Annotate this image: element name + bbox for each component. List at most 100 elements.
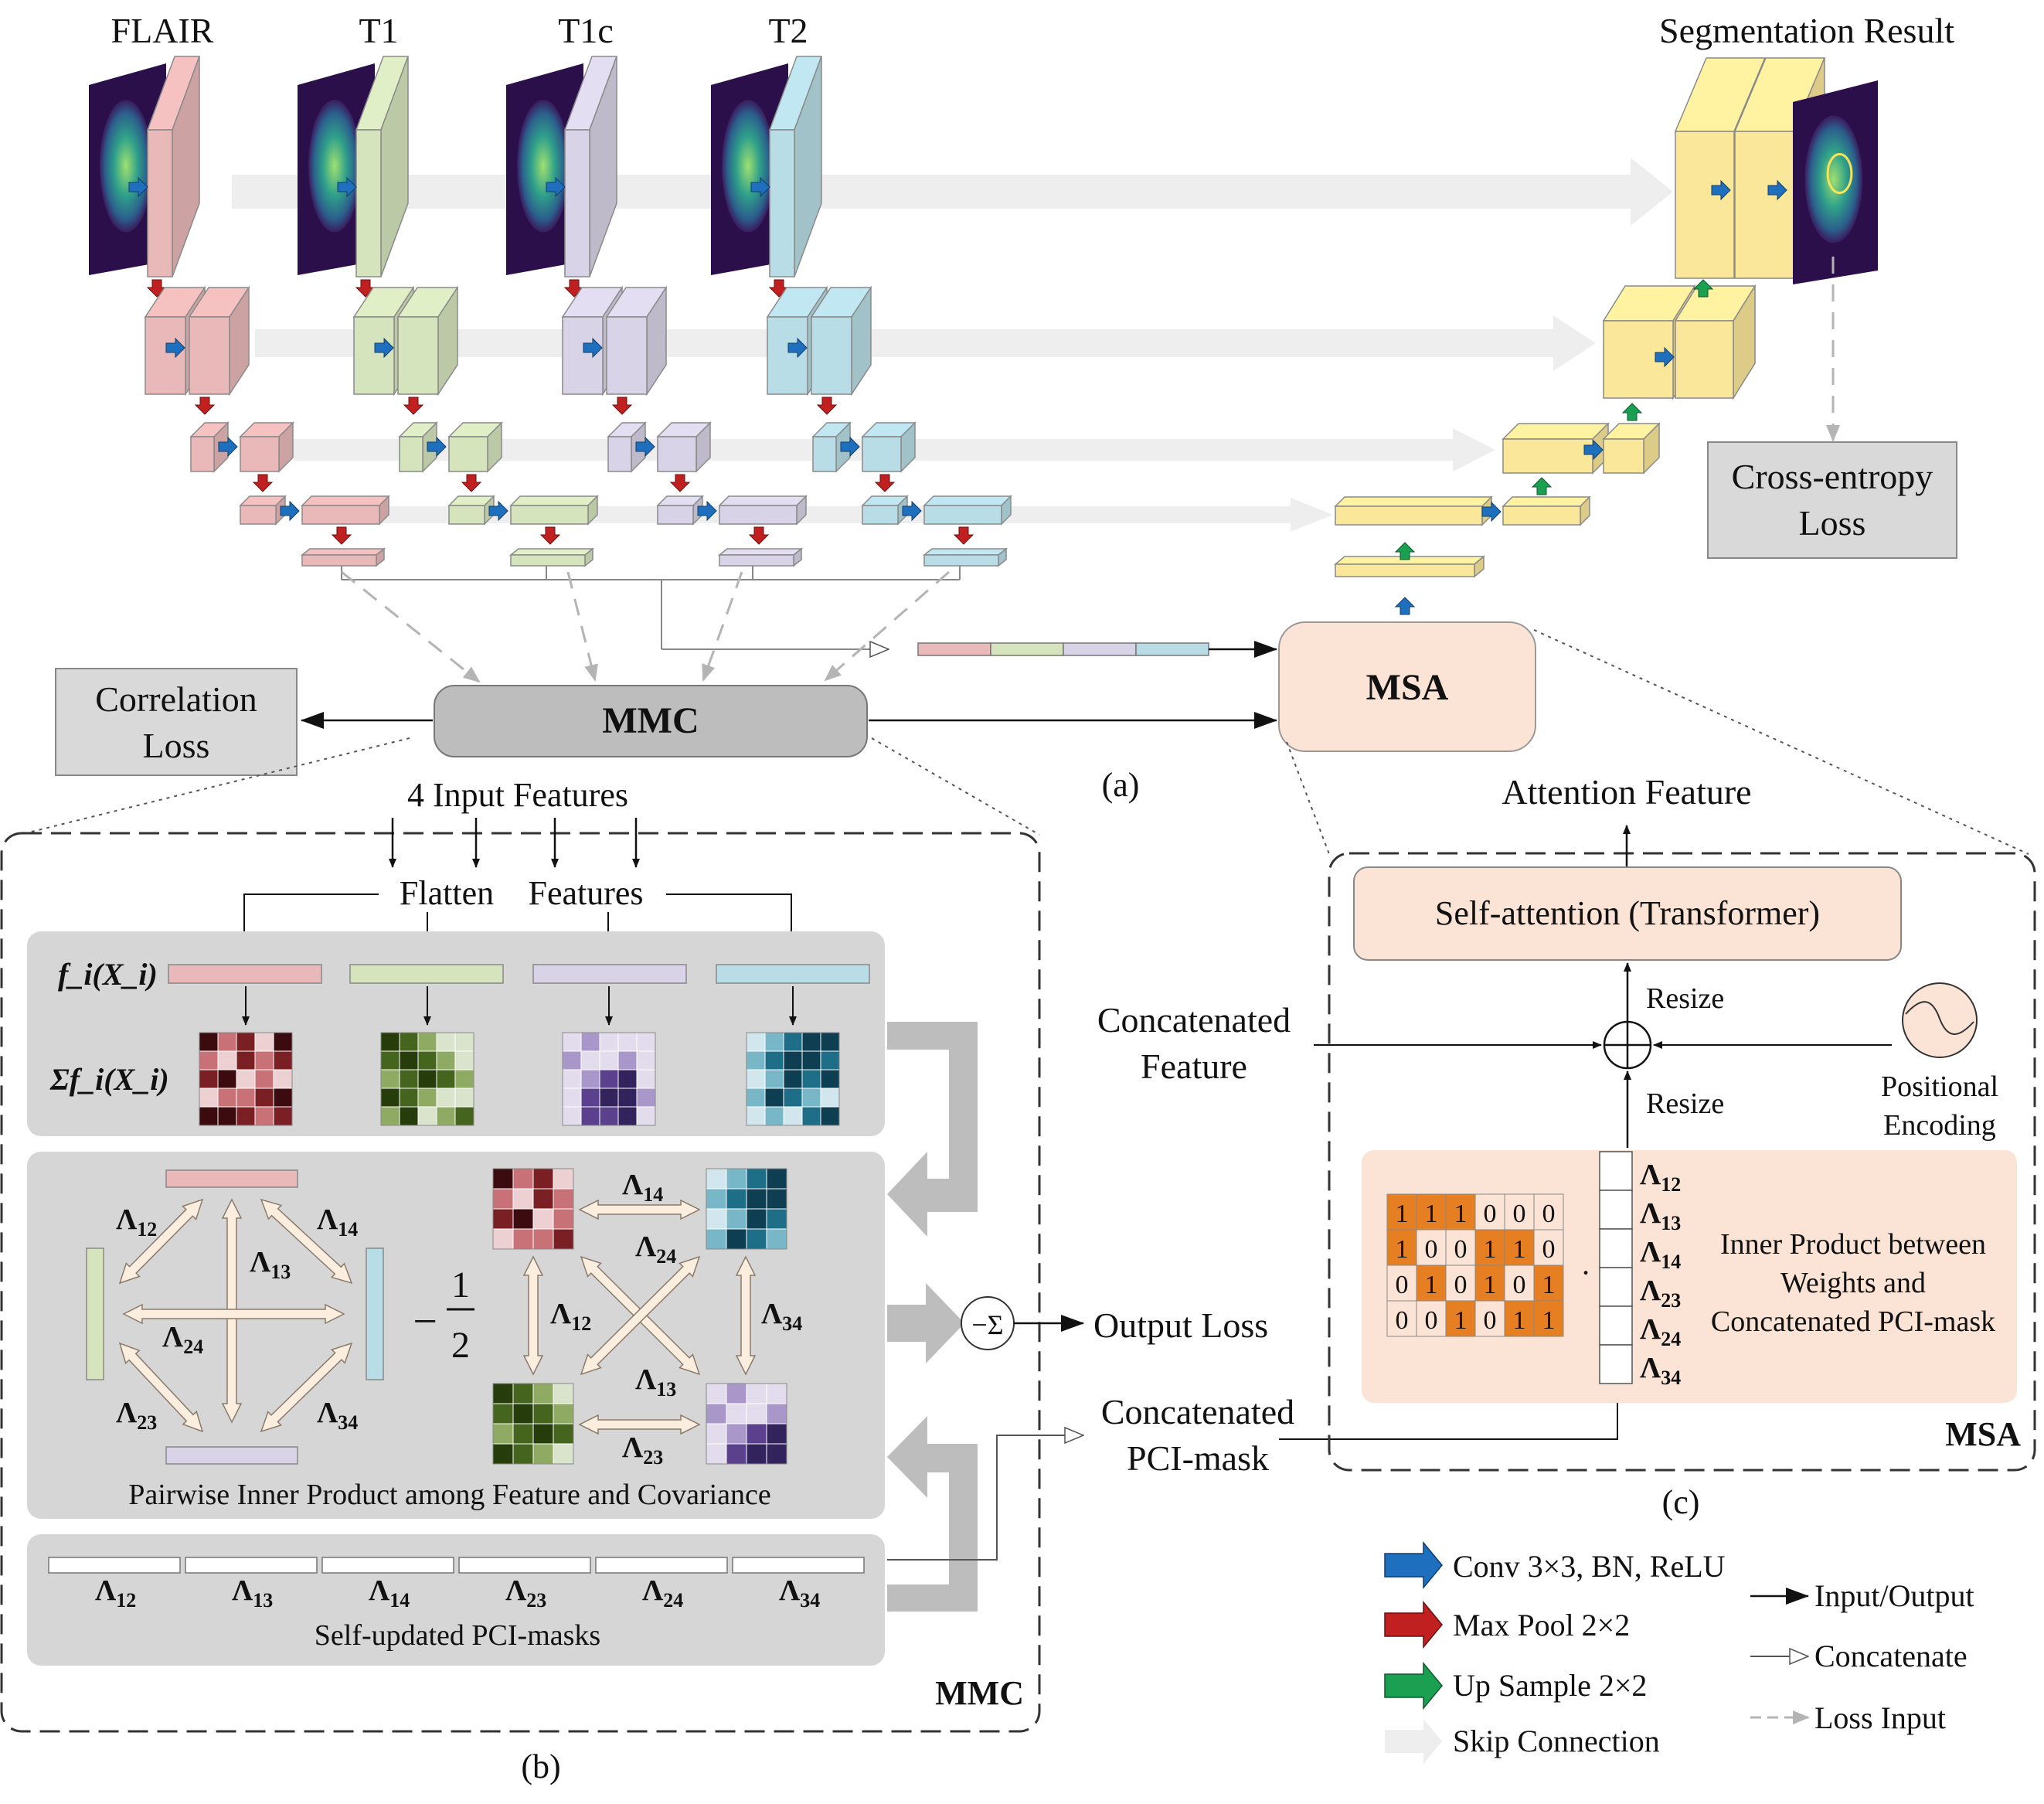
t2-covariance [706, 1168, 787, 1250]
encoder-level2-block-b [810, 285, 872, 397]
encoder-level1-block [563, 56, 618, 277]
mask-cell [1474, 1193, 1505, 1230]
matrix-cell [706, 1228, 727, 1250]
cube-front-face [147, 129, 173, 277]
matrix-cell [380, 1069, 400, 1089]
cube-front-face [240, 436, 280, 472]
mask-cell-value: 0 [1454, 1271, 1468, 1299]
lambda-subscript: 23 [1661, 1289, 1681, 1312]
lambda-subscript: 13 [656, 1378, 676, 1401]
matrix-cell [562, 1088, 582, 1108]
cov-lambda-13: Λ13 [635, 1363, 676, 1401]
covariance-matrix-1 [199, 1032, 293, 1126]
matrix-cell [399, 1032, 419, 1052]
positional-line1: Positional [1881, 1070, 1998, 1103]
mask-cell-value: 0 [1542, 1200, 1556, 1228]
matrix-cell [492, 1383, 514, 1404]
concat-pci-to-mask-line [1279, 1388, 1621, 1440]
cube-front-face [606, 316, 648, 395]
weight-cell-5 [1599, 1305, 1633, 1346]
encoder-level3-block-a [189, 421, 230, 473]
conv-arrow [1655, 346, 1675, 368]
encoder-level3-block-b [861, 421, 917, 473]
matrix-border [706, 1383, 787, 1465]
matrix-cell [512, 1208, 534, 1230]
positional-encoding-icon [1902, 982, 1978, 1058]
matrix-cell [617, 1050, 638, 1070]
mask-cell [1445, 1265, 1476, 1302]
feature-bar-2 [349, 964, 504, 984]
matrix-cell [492, 1443, 514, 1465]
cov-pair-24 [580, 1255, 701, 1376]
legend-skip-label: Skip Connection [1453, 1724, 1660, 1758]
matrix-cell [599, 1032, 619, 1052]
conv-arrow [1583, 439, 1604, 461]
cube-front-face [657, 436, 697, 472]
matrix-cell [726, 1188, 747, 1210]
matrix-cell [217, 1106, 237, 1126]
lambda-subscript: 12 [137, 1218, 157, 1241]
matrix-cell [553, 1403, 574, 1424]
mask-cell [1474, 1229, 1505, 1266]
weight-cell-2 [1599, 1190, 1633, 1230]
matrix-cell [766, 1403, 787, 1424]
conv-arrow [1481, 501, 1502, 522]
matrix-cell [217, 1050, 237, 1070]
matrix-cell [553, 1168, 574, 1190]
matrix-cell [454, 1106, 474, 1126]
conv-arrow [583, 337, 603, 359]
matrix-cell [783, 1069, 803, 1089]
mask-cell-value: 0 [1484, 1306, 1497, 1335]
lambda-subscript: 34 [800, 1589, 820, 1612]
matrix-cell [236, 1050, 256, 1070]
matrix-cell [512, 1423, 534, 1445]
mask-cell [1445, 1229, 1476, 1266]
mask-cell [1504, 1265, 1535, 1302]
resize-label-bottom: Resize [1646, 1088, 1724, 1120]
mask-cell-value: 1 [1484, 1235, 1497, 1264]
cov-lambda-14: Λ14 [622, 1169, 663, 1206]
matrix-cell [553, 1188, 574, 1210]
cube-front-face [607, 436, 632, 472]
minus-sigma-symbol: −Σ [971, 1309, 1003, 1340]
conv-arrow [787, 337, 808, 359]
cube-front-face [190, 436, 215, 472]
matrix-cell [562, 1050, 582, 1070]
matrix-cell [746, 1032, 766, 1052]
matrix-cell [766, 1383, 787, 1404]
matrix-cell [492, 1208, 514, 1230]
matrix-cell [746, 1208, 767, 1230]
legend-maxpool-icon [1384, 1600, 1443, 1649]
legend-io-label: Input/Output [1814, 1578, 1974, 1613]
matrix-cell [454, 1032, 474, 1052]
matrix-cell [217, 1069, 237, 1089]
mask-cell [1445, 1193, 1476, 1230]
zoom-guides [19, 629, 2029, 855]
lambda-label-24: Λ24 [162, 1321, 203, 1358]
mask-dot: · [1580, 1255, 1590, 1290]
mask-cell [1533, 1229, 1564, 1266]
concat-feature-line1: Concatenated [1097, 1000, 1291, 1040]
matrix-cell [199, 1069, 219, 1089]
mask-cell [1504, 1193, 1535, 1230]
upsample-arrow [1531, 477, 1553, 495]
cube-top-face [509, 495, 599, 506]
feature-bar-4 [716, 964, 870, 984]
cov-pair-14 [578, 1199, 701, 1220]
conv-arrow [218, 436, 238, 458]
cube-front-face [811, 316, 852, 395]
legend-upsample-icon [1384, 1661, 1443, 1710]
matrix-cell [236, 1106, 256, 1126]
msa-panel-title: MSA [1945, 1415, 2021, 1453]
lambda-subscript: 12 [571, 1312, 591, 1335]
matrix-cell [436, 1088, 456, 1108]
cube-top-face [300, 548, 386, 556]
weight-label-2: Λ13 [1640, 1197, 1681, 1234]
matrix-cell [254, 1050, 274, 1070]
segmentation-output-slice [1793, 80, 1878, 284]
cube-front-face [767, 316, 808, 395]
matrix-cell [217, 1032, 237, 1052]
matrix-cell [599, 1088, 619, 1108]
matrix-cell [492, 1188, 514, 1210]
